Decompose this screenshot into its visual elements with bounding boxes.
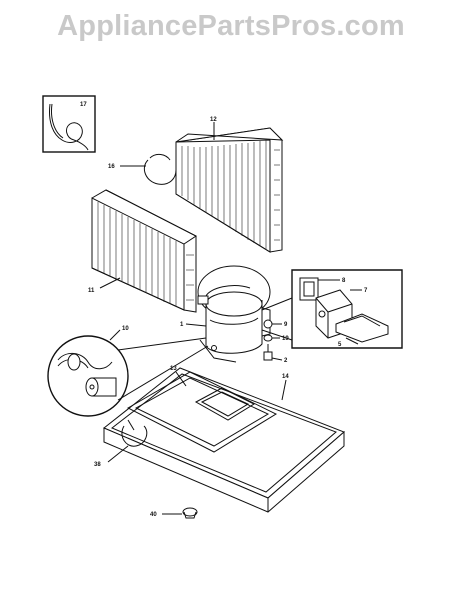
- callout-5: 5: [338, 342, 342, 348]
- coil-11: [91, 189, 197, 313]
- callout-7: 7: [364, 288, 368, 294]
- coil-12: [175, 127, 284, 253]
- hardware-9-19-2: [263, 319, 273, 361]
- callout-17: 17: [80, 102, 87, 108]
- drain-38: [121, 419, 148, 447]
- callout-9: 9: [284, 322, 288, 328]
- inset-17: [42, 95, 96, 153]
- inset-10: [47, 335, 209, 417]
- callout-14: 14: [282, 374, 289, 380]
- callout-10: 10: [122, 326, 129, 332]
- relay-inset: [261, 269, 403, 349]
- callout-19: 19: [282, 336, 289, 342]
- callout-2: 2: [284, 358, 288, 364]
- callout-40: 40: [150, 512, 157, 518]
- callout-8: 8: [342, 278, 346, 284]
- callout-12: 12: [210, 117, 217, 123]
- watermark-logo: AppliancePartsPros.com: [57, 10, 405, 42]
- callout-38: 38: [94, 462, 101, 468]
- callout-16: 16: [108, 164, 115, 170]
- callout-11: 11: [88, 288, 95, 294]
- base-pan-14: [103, 367, 345, 513]
- callout-1: 1: [180, 322, 184, 328]
- callout-13: 13: [170, 366, 177, 372]
- compressor-1: [197, 265, 271, 363]
- gasket-13: [126, 371, 278, 453]
- foot-40: [182, 507, 198, 519]
- tube-16: [143, 153, 177, 185]
